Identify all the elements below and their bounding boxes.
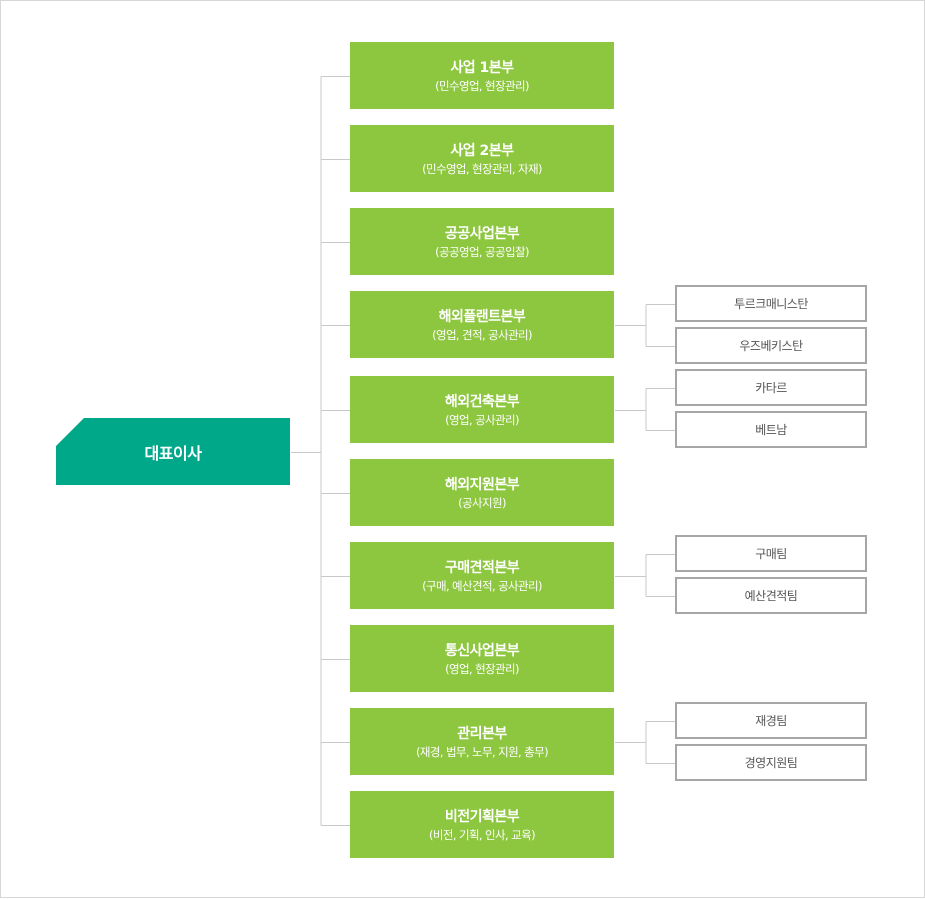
division-overseas-building: 해외건축본부 (영업, 공사관리) [350, 376, 614, 443]
team-finance: 재경팀 [675, 702, 867, 739]
division-public-business: 공공사업본부 (공공영업, 공공입찰) [350, 208, 614, 275]
division-desc: (영업, 견적, 공사관리) [432, 327, 532, 342]
division-name: 구매견적본부 [444, 559, 520, 576]
division-desc: (민수영업, 현장관리, 자재) [422, 161, 542, 176]
division-name: 관리본부 [457, 725, 507, 742]
division-desc: (민수영업, 현장관리) [435, 78, 529, 93]
team-label: 예산견적팀 [744, 589, 798, 603]
division-desc: (재경, 법무, 노무, 지원, 총무) [415, 744, 549, 759]
division-business-2: 사업 2본부 (민수영업, 현장관리, 자재) [350, 125, 614, 192]
team-label: 카타르 [755, 381, 787, 395]
team-turkmenistan: 투르크매니스탄 [675, 285, 867, 322]
division-name: 공공사업본부 [444, 225, 520, 242]
division-business-1: 사업 1본부 (민수영업, 현장관리) [350, 42, 614, 109]
division-overseas-support: 해외지원본부 (공사지원) [350, 459, 614, 526]
division-management: 관리본부 (재경, 법무, 노무, 지원, 총무) [350, 708, 614, 775]
ceo-label: 대표이사 [144, 443, 202, 463]
division-name: 해외건축본부 [444, 393, 520, 410]
division-telecom-business: 통신사업본부 (영업, 현장관리) [350, 625, 614, 692]
team-label: 경영지원팀 [744, 756, 798, 770]
division-overseas-plant: 해외플랜트본부 (영업, 견적, 공사관리) [350, 291, 614, 358]
ceo-box: 대표이사 [56, 418, 290, 485]
team-purchasing: 구매팀 [675, 535, 867, 572]
division-name: 통신사업본부 [444, 642, 520, 659]
team-label: 투르크매니스탄 [734, 297, 808, 311]
division-desc: (비전, 기획, 인사, 교육) [429, 827, 536, 842]
team-vietnam: 베트남 [675, 411, 867, 448]
division-desc: (공사지원) [458, 495, 506, 510]
division-purchasing-estimate: 구매견적본부 (구매, 예산견적, 공사관리) [350, 542, 614, 609]
division-desc: (공공영업, 공공입찰) [435, 244, 529, 259]
division-name: 사업 2본부 [450, 142, 514, 159]
division-name: 해외지원본부 [444, 476, 520, 493]
team-uzbekistan: 우즈베키스탄 [675, 327, 867, 364]
team-label: 우즈베키스탄 [739, 339, 803, 353]
team-label: 재경팀 [755, 714, 787, 728]
division-desc: (영업, 현장관리) [445, 661, 519, 676]
division-name: 사업 1본부 [450, 59, 514, 76]
team-label: 베트남 [755, 423, 787, 437]
team-business-support: 경영지원팀 [675, 744, 867, 781]
division-name: 비전기획본부 [444, 808, 520, 825]
team-budget-estimate: 예산견적팀 [675, 577, 867, 614]
division-desc: (구매, 예산견적, 공사관리) [422, 578, 542, 593]
division-name: 해외플랜트본부 [438, 308, 526, 325]
division-vision-planning: 비전기획본부 (비전, 기획, 인사, 교육) [350, 791, 614, 858]
division-desc: (영업, 공사관리) [445, 412, 519, 427]
team-label: 구매팀 [755, 547, 787, 561]
team-qatar: 카타르 [675, 369, 867, 406]
